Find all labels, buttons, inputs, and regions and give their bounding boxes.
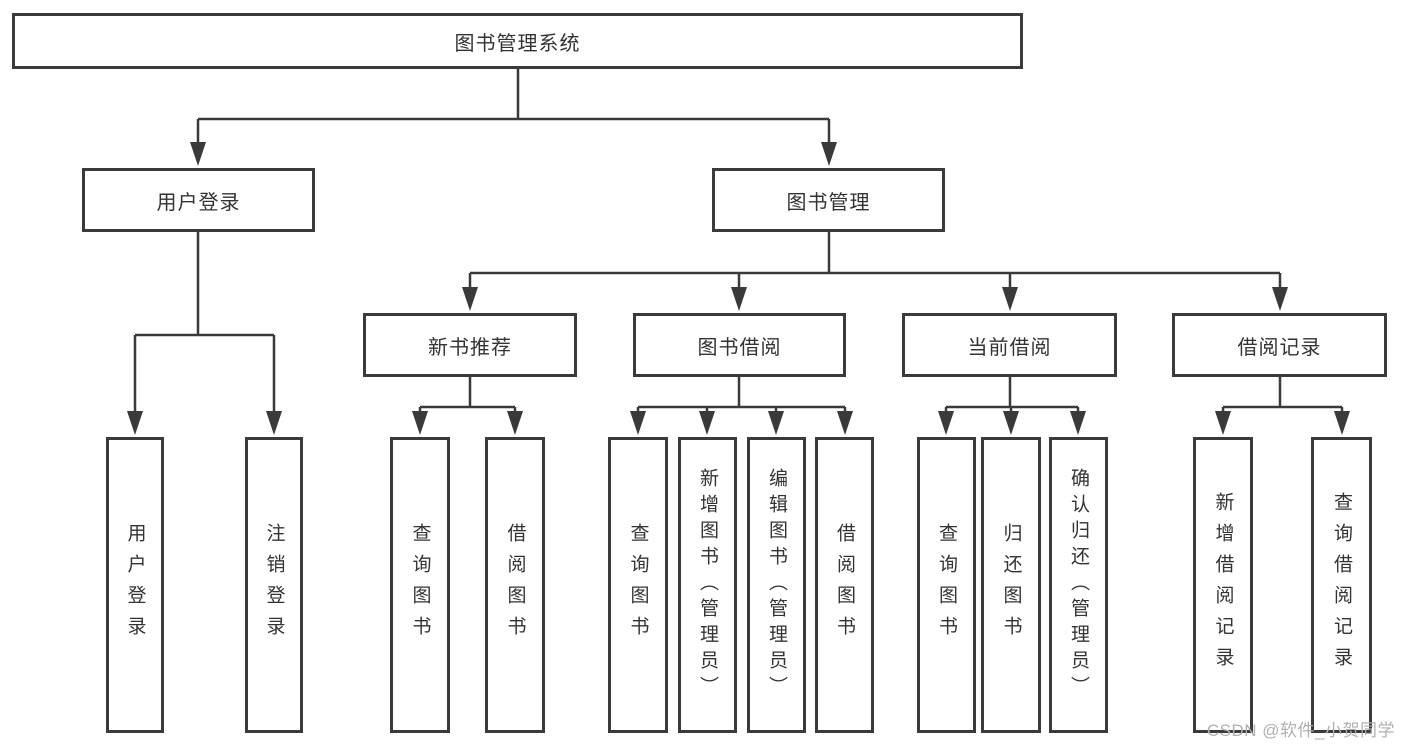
connector-user-login-to-children <box>133 232 276 414</box>
node-new-book-recommendation: 新书推荐 <box>363 313 577 377</box>
leaf-label: 新增图书（管理员） <box>697 468 718 702</box>
leaf-query-books-current: 查询图书 <box>917 437 976 733</box>
connector-book-management-to-level3 <box>468 232 1282 290</box>
leaf-label: 查询借阅记录 <box>1331 492 1352 678</box>
connector-root-to-level2 <box>196 69 831 145</box>
node-book-borrowing: 图书借阅 <box>633 313 846 377</box>
leaf-label: 用户登录 <box>124 523 146 647</box>
leaf-label: 借阅图书 <box>504 523 526 647</box>
leaf-label: 新增借阅记录 <box>1212 492 1234 678</box>
node-label: 图书管理系统 <box>454 32 581 55</box>
leaf-label: 查询图书 <box>627 523 649 647</box>
leaf-label: 编辑图书（管理员） <box>766 468 787 702</box>
leaf-borrow-books-recommend: 借阅图书 <box>485 437 545 733</box>
node-label: 新书推荐 <box>428 336 512 359</box>
csdn-watermark: CSDN @软件_小贺同学 <box>1206 721 1395 740</box>
leaf-add-book-admin: 新增图书（管理员） <box>678 437 737 733</box>
node-label: 用户登录 <box>156 191 241 214</box>
node-user-login: 用户登录 <box>82 168 315 232</box>
node-current-borrowing: 当前借阅 <box>902 313 1117 377</box>
connector-records-to-children <box>1221 377 1344 415</box>
leaf-label: 归还图书 <box>1000 523 1022 647</box>
leaf-label: 查询图书 <box>936 523 957 647</box>
leaf-add-borrow-record: 新增借阅记录 <box>1193 437 1253 733</box>
connector-current-to-children <box>944 377 1080 415</box>
leaf-query-books-borrowing: 查询图书 <box>608 437 668 733</box>
node-borrowing-records: 借阅记录 <box>1172 313 1387 377</box>
node-label: 借阅记录 <box>1237 336 1322 359</box>
connector-borrowing-to-children <box>636 377 847 415</box>
leaf-query-borrow-record: 查询借阅记录 <box>1311 437 1372 733</box>
leaf-edit-book-admin: 编辑图书（管理员） <box>747 437 806 733</box>
leaf-query-books-recommend: 查询图书 <box>390 437 450 733</box>
node-book-management: 图书管理 <box>712 168 945 232</box>
node-label: 图书借阅 <box>697 336 782 359</box>
leaf-label: 查询图书 <box>409 523 431 647</box>
node-library-management-system: 图书管理系统 <box>12 13 1023 69</box>
leaf-return-book: 归还图书 <box>981 437 1041 733</box>
leaf-logout: 注销登录 <box>245 437 303 733</box>
connector-recommend-to-children <box>418 377 517 415</box>
leaf-label: 注销登录 <box>263 523 285 647</box>
leaf-label: 确认归还（管理员） <box>1068 468 1089 702</box>
node-label: 当前借阅 <box>967 336 1052 359</box>
leaf-label: 借阅图书 <box>834 523 855 647</box>
leaf-borrow-books-borrowing: 借阅图书 <box>815 437 874 733</box>
leaf-user-login: 用户登录 <box>106 437 164 733</box>
node-label: 图书管理 <box>786 191 871 214</box>
leaf-confirm-return-admin: 确认归还（管理员） <box>1049 437 1108 733</box>
arrowhead-icons <box>127 142 1350 435</box>
